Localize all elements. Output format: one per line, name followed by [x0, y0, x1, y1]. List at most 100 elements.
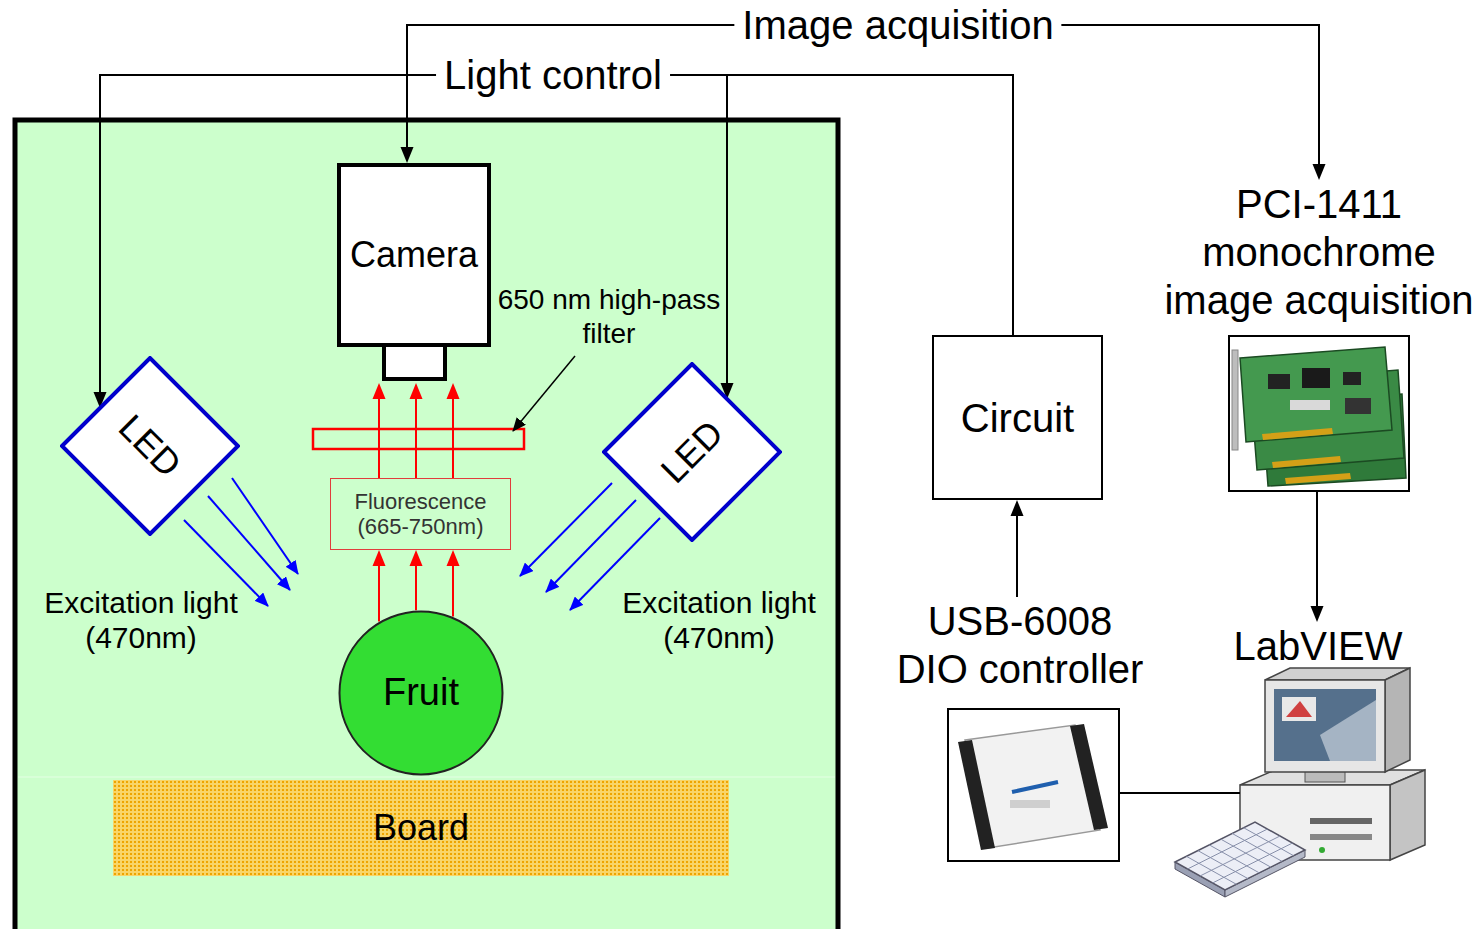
arrow-head: [1011, 500, 1024, 516]
chip: [1345, 398, 1371, 414]
node-label: PCI-1411 monochrome image acquisition: [1161, 180, 1477, 324]
acquisition-card: PCI-1411 monochrome image acquisition: [1161, 180, 1477, 492]
board-band: Board: [113, 780, 729, 876]
arrow-head: [401, 147, 414, 163]
high-pass-filter: [313, 429, 524, 449]
fluorescence-box: Fluorescence (665-750nm): [330, 478, 511, 550]
label-holder: Excitation light (470nm): [36, 585, 246, 655]
chip: [1290, 400, 1330, 410]
connector-line: [1120, 792, 1240, 794]
diamond-outline: [604, 364, 780, 540]
node-label: LabVIEW: [1175, 622, 1461, 670]
arrow-head: [410, 550, 423, 566]
connector: [1311, 492, 1324, 622]
connector: [94, 75, 1014, 408]
card-fingers: [1262, 428, 1333, 440]
camera-lens: [382, 343, 447, 381]
edge-label: Light control: [436, 53, 670, 97]
node-label: Camera: [350, 234, 478, 275]
node-label: Fluorescence (665-750nm): [337, 489, 504, 540]
connector-line: [1016, 508, 1018, 597]
edge-label-holder: Light control: [436, 53, 670, 97]
connector-line: [1316, 492, 1318, 614]
frame-box: [1228, 335, 1410, 492]
arrow-head: [410, 383, 423, 399]
camera-body: Camera: [337, 163, 491, 347]
monitor-screen: [1274, 689, 1376, 761]
circuit-box: Circuit: [932, 335, 1103, 500]
drive-slot: [1310, 834, 1372, 840]
chamber-housing: [15, 120, 838, 929]
frame-box: [947, 708, 1120, 862]
led-diamond: LED: [602, 362, 782, 542]
arrow-head: [1311, 606, 1324, 622]
led-diamond: LED: [60, 356, 240, 536]
diamond-outline: [62, 358, 238, 534]
filter-label: 650 nm high-pass filter: [495, 283, 723, 351]
connector: [401, 25, 1326, 180]
camera-box: Camera: [337, 163, 491, 383]
monitor-body: [1265, 680, 1385, 772]
pci-card-picture: [1232, 347, 1406, 486]
power-button: [1319, 847, 1325, 853]
excitation-ray: [232, 478, 298, 574]
connector-line: [452, 558, 454, 617]
terminal-block: [1070, 724, 1108, 830]
arrow-head: [447, 383, 460, 399]
node-label: Board: [373, 807, 469, 848]
node-label: USB-6008 DIO controller: [890, 597, 1150, 693]
screen-window: [1282, 697, 1316, 721]
screen-graphic: [1286, 701, 1312, 717]
dio-controller: USB-6008 DIO controller: [890, 597, 1150, 862]
card-fingers: [1272, 456, 1341, 468]
card-fingers: [1285, 473, 1351, 484]
node-label: Circuit: [961, 395, 1074, 441]
excitation-ray: [208, 496, 290, 590]
connector: [1011, 500, 1024, 597]
arrow-head: [1313, 164, 1326, 180]
excitation-arrows: [184, 478, 660, 610]
fruit-outline: [340, 612, 503, 775]
keyboard-keys: [1186, 828, 1293, 885]
keyboard: [1175, 822, 1305, 890]
monitor-side: [1385, 668, 1410, 772]
card-bracket: [1232, 350, 1238, 450]
device-plate: [1010, 800, 1050, 808]
connector: [373, 383, 460, 478]
excitation-label: Excitation light (470nm): [36, 585, 246, 655]
chip: [1302, 368, 1330, 388]
arrow-head: [373, 383, 386, 399]
terminal-block: [958, 740, 995, 850]
connector-line: [100, 75, 1013, 400]
edge-label-holder: Image acquisition: [734, 3, 1061, 47]
label-holder: Excitation light (470nm): [614, 585, 824, 655]
arrow-head: [373, 550, 386, 566]
case-side: [1390, 770, 1425, 860]
excitation-ray: [546, 500, 636, 592]
connector-line: [407, 25, 1319, 172]
device-logo: [1012, 782, 1058, 792]
computer-picture: [1175, 668, 1425, 897]
connector-line: [415, 391, 417, 478]
usb-device-picture: [958, 724, 1108, 850]
node-label: Fruit: [383, 671, 459, 715]
arrow-head: [447, 550, 460, 566]
excitation-ray: [520, 483, 612, 576]
edge-label: Image acquisition: [734, 3, 1061, 47]
connector-line: [378, 558, 380, 622]
leader-line: [513, 356, 575, 431]
connector-line: [378, 391, 380, 478]
computer: LabVIEW: [1175, 622, 1461, 907]
label-holder: 650 nm high-pass filter: [495, 283, 723, 351]
chip: [1268, 374, 1290, 389]
connector: [1120, 793, 1240, 794]
excitation-label: Excitation light (470nm): [614, 585, 824, 655]
floor-line: [18, 777, 835, 778]
circuit-card: [1240, 347, 1392, 442]
screen-glare: [1320, 700, 1376, 761]
drive-slot: [1310, 818, 1372, 824]
chip: [1343, 372, 1361, 385]
fruit-circle: Fruit: [338, 610, 504, 776]
connector-line: [452, 391, 454, 478]
